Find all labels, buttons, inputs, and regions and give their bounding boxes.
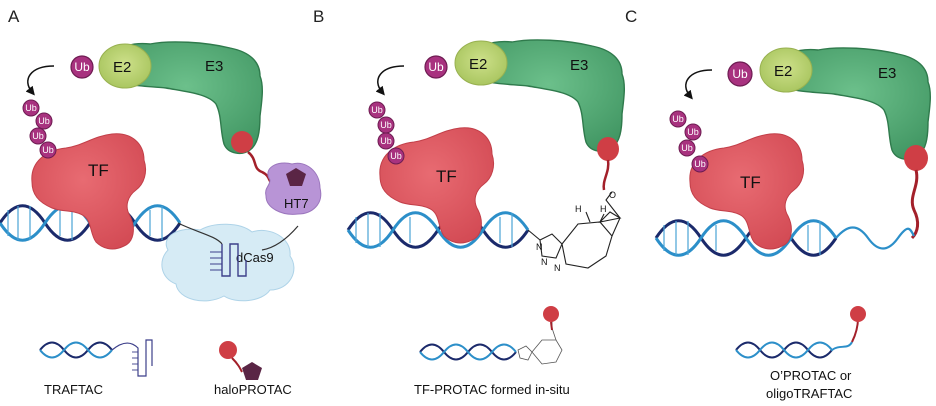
panel-letter-b: B [313,7,324,26]
e3-ligand [231,131,253,153]
transfer-arrow-icon [25,65,55,96]
e2-enzyme: E2 [759,47,813,93]
e2-label: E2 [774,63,792,80]
svg-text:Ub: Ub [74,60,90,74]
ht7-halotag: HT7 [265,162,322,215]
panel-c: C Ub E3 E2 TF [625,7,932,401]
oprotac-icon [735,306,866,359]
tf-label: TF [740,173,761,192]
svg-text:Ub: Ub [672,114,684,124]
panel-b: B Ub E3 E2 TF [313,7,626,397]
e2-label: E2 [113,59,131,76]
svg-text:Ub: Ub [38,116,50,126]
caption-oprotac-line1: O’PROTAC or [770,368,852,383]
panel-letter-c: C [625,7,637,26]
ub-single: Ub [727,61,753,87]
ub-chain: Ub Ub Ub Ub [368,101,405,165]
transfer-arrow-icon [375,65,405,96]
e3-label: E3 [205,58,223,75]
caption-tf-protac: TF-PROTAC formed in-situ [414,382,570,397]
atom-o: O [609,190,616,200]
traftac-icon [39,339,153,377]
atom-n1: N [536,242,543,252]
tf-protac-icon [419,306,563,365]
dcas9-complex: dCas9 [161,222,299,302]
linker [602,159,610,191]
svg-text:Ub: Ub [42,145,54,155]
svg-text:Ub: Ub [428,60,444,74]
svg-text:Ub: Ub [371,105,383,115]
ub-chain: Ub Ub Ub Ub [22,99,57,159]
ub-chain: Ub Ub Ub Ub [669,110,709,173]
caption-haloprotac: haloPROTAC [214,382,292,397]
e2-enzyme: E2 [454,40,508,86]
dna-helix-b [346,211,530,249]
linker [910,169,920,240]
svg-text:Ub: Ub [25,103,37,113]
svg-text:Ub: Ub [390,151,402,161]
e3-label: E3 [878,65,896,82]
ht7-label: HT7 [284,196,309,211]
atom-h2: H [600,204,607,214]
ub-single: Ub [70,55,94,79]
halo-ligand-pentagon-icon [286,168,306,186]
caption-oprotac-line2: oligoTRAFTAC [766,386,852,401]
panel-letter-a: A [8,7,20,26]
svg-text:Ub: Ub [380,136,392,146]
e3-ligand [597,137,619,161]
e2-label: E2 [469,56,487,73]
dna-helix-c [654,219,915,257]
bicyclononyne-triazole-linker [527,191,622,269]
svg-text:Ub: Ub [694,159,706,169]
e3-label: E3 [570,57,588,74]
ub-single: Ub [424,55,448,79]
linker [247,151,273,185]
e2-enzyme: E2 [98,43,152,89]
e3-ligand [904,145,928,171]
panel-a: A Ub E3 E2 [0,7,322,397]
transfer-arrow-icon [683,69,713,100]
svg-text:Ub: Ub [687,127,699,137]
atom-n3: N [554,263,561,273]
tf-label: TF [436,167,457,186]
atom-n2: N [541,257,548,267]
svg-text:Ub: Ub [380,120,392,130]
haloprotac-icon [219,341,262,380]
tf-label: TF [88,161,109,180]
svg-text:Ub: Ub [732,67,748,81]
svg-text:Ub: Ub [32,131,44,141]
caption-traftac: TRAFTAC [44,382,103,397]
atom-h1: H [575,204,582,214]
svg-text:Ub: Ub [681,143,693,153]
dcas9-label: dCas9 [236,250,274,265]
